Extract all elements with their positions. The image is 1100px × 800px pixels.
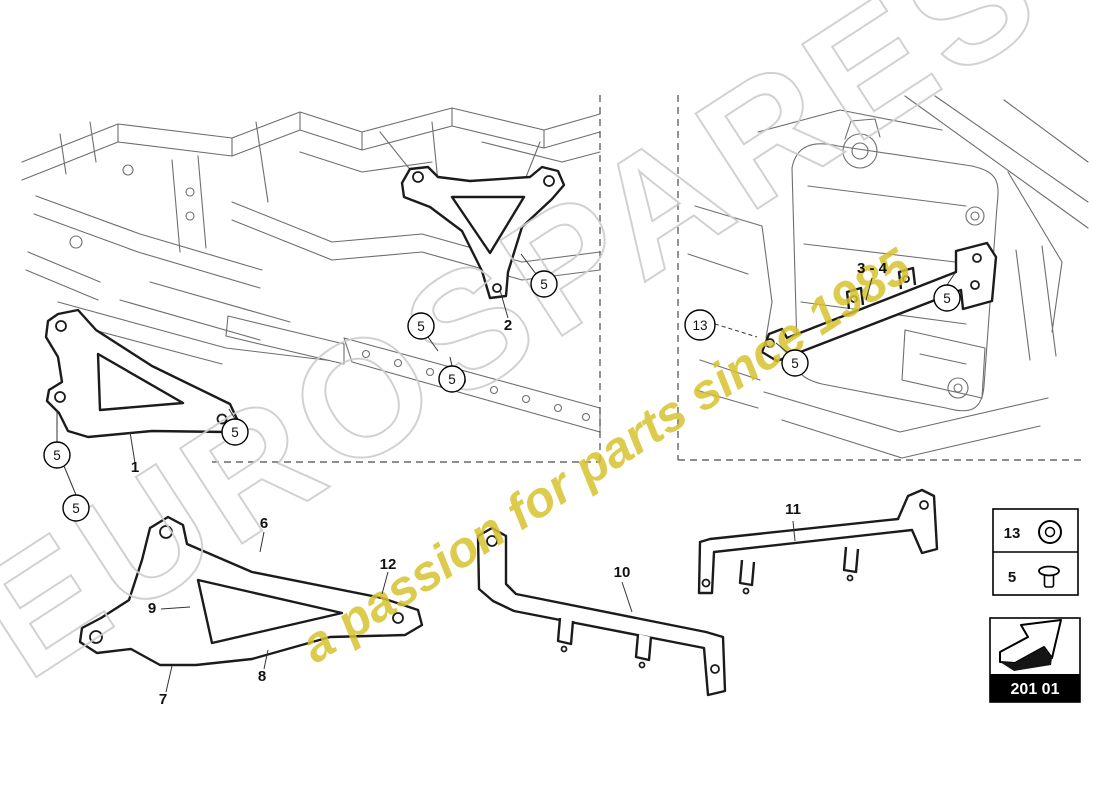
part-label-12[interactable]: 12: [380, 556, 397, 573]
part-label-7[interactable]: 7: [159, 691, 167, 708]
callout-5-h[interactable]: 5: [933, 284, 961, 312]
part-2-drawing: [400, 165, 566, 300]
legend-row-screw: 5: [1008, 565, 1060, 588]
part-label-3-4[interactable]: 3 - 4: [857, 260, 888, 277]
callout-number: 5: [53, 448, 61, 463]
chassis-left-drawing: [21, 107, 601, 433]
section-separators: [212, 95, 1085, 463]
part-label-9[interactable]: 9: [148, 600, 156, 617]
callout-5-g[interactable]: 5: [781, 349, 809, 377]
part-label-10[interactable]: 10: [614, 564, 631, 581]
callout-number: 13: [692, 318, 707, 333]
callout-5-b[interactable]: 5: [62, 494, 90, 522]
callout-number: 5: [231, 425, 239, 440]
callout-number: 5: [448, 372, 456, 387]
part-3-4-strap-drawing: [760, 241, 998, 363]
screw-icon: [1038, 565, 1060, 588]
callout-13[interactable]: 13: [684, 309, 716, 341]
callout-number: 5: [417, 319, 425, 334]
direction-arrow-icon: [999, 619, 1062, 671]
legend-ref-13: 13: [1004, 525, 1021, 542]
leader-lines: [56, 253, 956, 693]
callout-5-a[interactable]: 5: [43, 441, 71, 469]
page-code-box: 201 01: [989, 617, 1081, 703]
part-10-bracket-drawing: [476, 526, 727, 697]
callout-5-f[interactable]: 5: [530, 270, 558, 298]
part-label-2[interactable]: 2: [504, 317, 512, 334]
washer-icon: [1038, 520, 1062, 544]
legend-ref-5: 5: [1008, 569, 1016, 586]
legend-box: 13 5: [992, 508, 1079, 596]
callout-5-d[interactable]: 5: [407, 312, 435, 340]
callout-number: 5: [943, 291, 951, 306]
callout-number: 5: [72, 501, 80, 516]
part-label-8[interactable]: 8: [258, 668, 266, 685]
page-code: 201 01: [1011, 681, 1060, 698]
callout-5-c[interactable]: 5: [221, 418, 249, 446]
callout-5-e[interactable]: 5: [438, 365, 466, 393]
callout-number: 5: [540, 277, 548, 292]
part-label-6[interactable]: 6: [260, 515, 268, 532]
callout-number: 5: [791, 356, 799, 371]
part-1-drawing: [44, 308, 239, 439]
part-11-bracket-drawing: [697, 488, 939, 595]
legend-row-washer: 13: [1004, 520, 1062, 544]
part-label-1[interactable]: 1: [131, 459, 139, 476]
part-label-11[interactable]: 11: [785, 501, 801, 518]
part-6-9-bracket-drawing: [78, 515, 424, 667]
